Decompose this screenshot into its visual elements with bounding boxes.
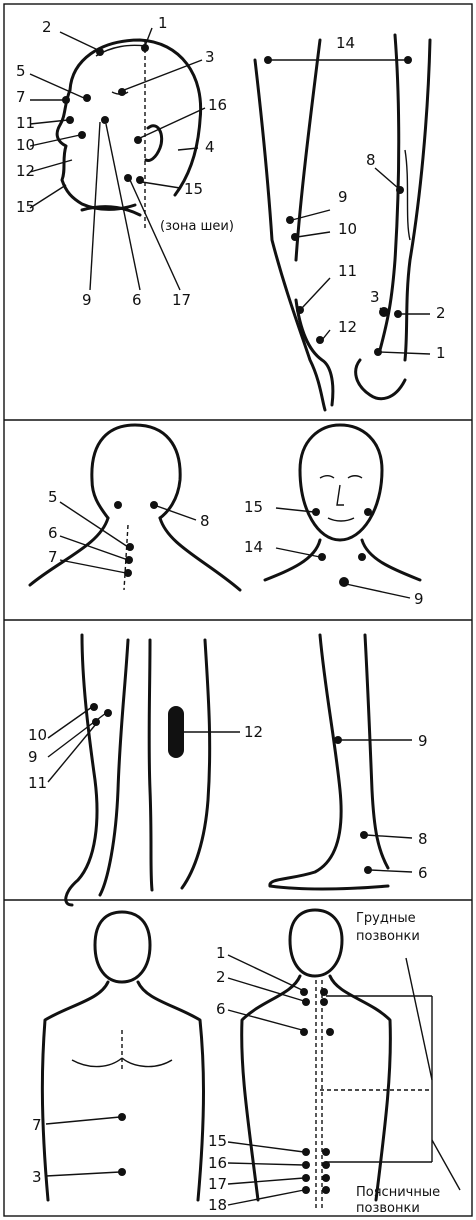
label: 7: [48, 548, 58, 566]
label: 6: [216, 1000, 226, 1018]
label: 1: [216, 944, 226, 962]
label: 9: [414, 590, 424, 608]
back-points: [300, 988, 334, 1194]
label: 9: [82, 291, 92, 309]
torso-points: [118, 1113, 126, 1176]
label: 9: [28, 748, 38, 766]
label: 6: [132, 291, 142, 309]
legs-back-labels: 10 9 11 12: [28, 723, 263, 792]
label: 5: [48, 488, 58, 506]
label: 15: [244, 498, 263, 516]
lumbar-label: позвонки: [356, 1201, 420, 1216]
label: 14: [336, 34, 355, 52]
label: 17: [172, 291, 191, 309]
label: 12: [16, 162, 35, 180]
thoracic-label: Грудные: [356, 911, 416, 926]
face-figure: [265, 425, 420, 580]
neck-zone-label: (зона шеи): [160, 219, 234, 234]
label: 8: [200, 512, 210, 530]
label: 1: [158, 14, 168, 32]
nape-figure: [30, 425, 240, 590]
thoracic-label: позвонки: [356, 929, 420, 944]
label: 2: [216, 968, 226, 986]
label: 7: [32, 1116, 42, 1134]
label: 17: [208, 1175, 227, 1193]
label: 3: [370, 288, 380, 306]
label: 9: [418, 732, 428, 750]
label: 10: [338, 220, 357, 238]
legs-back-leaders: [48, 707, 240, 782]
label: 5: [16, 62, 26, 80]
label: 12: [244, 723, 263, 741]
leg-side-figure: [270, 635, 388, 889]
label: 12: [338, 318, 357, 336]
label: 2: [42, 18, 52, 36]
legs-back-figure: [66, 635, 210, 905]
back-figure: [242, 910, 391, 1210]
face-labels: 15 14 9: [244, 498, 424, 608]
label: 18: [208, 1196, 227, 1214]
nape-points: [114, 501, 158, 577]
label: 8: [418, 830, 428, 848]
label: 14: [244, 538, 263, 556]
leg-side-labels: 9 8 6: [418, 732, 428, 882]
label: 10: [28, 726, 47, 744]
label: 8: [366, 151, 376, 169]
label: 1: [436, 344, 446, 362]
label: 11: [16, 114, 35, 132]
label: 2: [436, 304, 446, 322]
frame: [4, 4, 472, 1216]
label: 15: [208, 1132, 227, 1150]
label: 16: [208, 1154, 227, 1172]
leg-side-leaders: [340, 740, 412, 872]
label: 4: [205, 138, 215, 156]
torso-figure: [42, 912, 203, 1200]
label: 9: [338, 188, 348, 206]
label: 7: [16, 88, 26, 106]
label: 3: [205, 48, 215, 66]
label: 3: [32, 1168, 42, 1186]
label: 15: [184, 180, 203, 198]
label: 6: [48, 524, 58, 542]
label: 10: [16, 136, 35, 154]
label: 11: [338, 262, 357, 280]
face-points: [312, 508, 372, 587]
head-points: [62, 44, 149, 184]
label: 15: [16, 198, 35, 216]
torso-leaders: [46, 1117, 120, 1176]
label: 6: [418, 864, 428, 882]
lumbar-label: Поясничные: [356, 1185, 440, 1200]
label: 11: [28, 774, 47, 792]
label: 16: [208, 96, 227, 114]
head-leaders: [30, 28, 205, 290]
torso-labels: 7 3: [32, 1116, 42, 1186]
head-labels: 1 2 3 5 7 16 11 10 4 12 15 15 (зона шеи)…: [16, 14, 234, 309]
